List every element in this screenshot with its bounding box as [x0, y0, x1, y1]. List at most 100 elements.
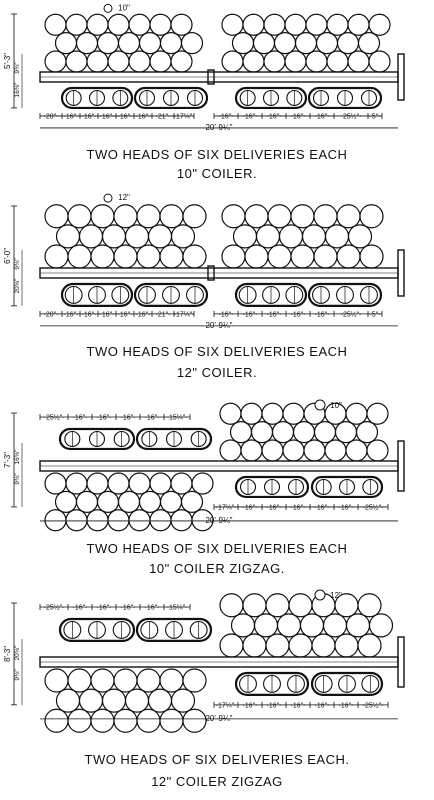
- stock-can: [44, 472, 67, 495]
- stock-can: [250, 421, 274, 444]
- stock-can: [44, 668, 69, 693]
- stock-can: [336, 244, 361, 269]
- panel-10in-coiler: 10"-20"--16"--16"--16"--16"--16"--21"--1…: [0, 0, 434, 190]
- stock-can: [265, 633, 290, 658]
- stock-can: [355, 421, 379, 444]
- stock-can: [315, 32, 339, 55]
- stock-can: [359, 244, 384, 269]
- stock-can: [44, 50, 67, 73]
- stock-can: [242, 50, 265, 73]
- stock-can: [219, 593, 244, 618]
- side-dimension-label: 9⅜": [14, 669, 21, 681]
- spacing-label: -16"-: [315, 504, 331, 511]
- stock-can: [67, 244, 92, 269]
- panel-caption-line1: TWO HEADS OF SIX DELIVERIES EACH.: [84, 752, 350, 767]
- stock-can: [219, 402, 242, 425]
- spacing-label: -16"-: [100, 113, 116, 120]
- stock-can: [313, 421, 337, 444]
- spacing-label: -25½"-: [44, 414, 65, 422]
- stock-can: [96, 490, 120, 513]
- spacing-label: -16"-: [267, 504, 283, 511]
- stock-can: [159, 668, 184, 693]
- spacing-label: -16"-: [315, 311, 331, 318]
- stock-can: [101, 688, 127, 713]
- stock-can: [336, 204, 361, 229]
- stock-can: [294, 32, 318, 55]
- stock-can: [292, 421, 316, 444]
- side-dimension-label: 9⅜": [14, 473, 21, 485]
- stock-can: [86, 13, 109, 36]
- stock-can: [149, 472, 172, 495]
- stock-can: [180, 490, 204, 513]
- side-dimension-label: 16⅝": [14, 449, 21, 465]
- spacing-label: -25½"-: [341, 112, 362, 120]
- stock-can: [113, 204, 138, 229]
- stock-can: [75, 32, 99, 55]
- panel-caption-line2: 12" COILER ZIGZAG: [151, 774, 283, 789]
- stock-can: [182, 244, 207, 269]
- stock-can: [334, 421, 358, 444]
- side-dimension-label: 20⅝": [14, 278, 21, 294]
- panel-caption-line1: TWO HEADS OF SIX DELIVERIES EACH: [86, 541, 348, 556]
- stock-can: [368, 613, 394, 638]
- overall-length-label: 20'-9¼": [205, 516, 232, 525]
- total-height-label: 5'-3": [3, 53, 12, 69]
- can-size-label: 10": [118, 3, 130, 12]
- overall-length-label: 20'-9¼": [205, 321, 232, 330]
- stock-can: [86, 472, 109, 495]
- stock-can: [136, 244, 161, 269]
- stock-can: [242, 633, 267, 658]
- stock-can: [113, 708, 138, 733]
- spacing-label: -25½"-: [341, 310, 362, 318]
- stock-can: [44, 204, 69, 229]
- side-dimension-label: 20⅝": [14, 645, 21, 661]
- stock-can: [221, 244, 246, 269]
- stock-can: [170, 224, 196, 249]
- stock-can: [326, 50, 349, 73]
- stock-can: [242, 593, 267, 618]
- spacing-label: -16"-: [243, 113, 259, 120]
- stock-can: [128, 13, 151, 36]
- spacing-label: -17¼"-: [174, 311, 195, 318]
- stock-can: [252, 32, 276, 55]
- stock-can: [147, 224, 173, 249]
- stock-can: [255, 224, 281, 249]
- stock-can: [347, 50, 370, 73]
- stock-can: [290, 244, 315, 269]
- stock-can: [107, 50, 130, 73]
- stock-can: [221, 50, 244, 73]
- spacing-label: -20"-: [44, 113, 60, 120]
- stock-can: [90, 244, 115, 269]
- stock-can: [65, 50, 88, 73]
- stock-can: [191, 472, 214, 495]
- stock-can: [345, 402, 368, 425]
- stock-can: [347, 13, 370, 36]
- stock-can: [90, 668, 115, 693]
- total-height-label: 8'-3": [3, 646, 12, 662]
- stock-can: [159, 204, 184, 229]
- stock-can: [191, 509, 214, 532]
- stock-can: [345, 613, 371, 638]
- total-height-label: 6'-0": [3, 248, 12, 264]
- spacing-label: -16"-: [97, 605, 113, 612]
- stock-can: [67, 204, 92, 229]
- stock-can: [117, 32, 141, 55]
- spacing-label: -17¼"-: [216, 504, 237, 511]
- end-post: [207, 69, 215, 85]
- spacing-label: -16"-: [82, 113, 98, 120]
- stock-can: [305, 13, 328, 36]
- stock-can: [273, 32, 297, 55]
- stock-can: [117, 490, 141, 513]
- spacing-label: -20"-: [44, 311, 60, 318]
- stock-can: [313, 244, 338, 269]
- end-post: [397, 636, 405, 688]
- spacing-label: -16"-: [219, 113, 235, 120]
- panel-caption-line2: 12" COILER.: [176, 365, 258, 380]
- stock-can: [107, 13, 130, 36]
- spacing-label: -16"-: [145, 415, 161, 422]
- stock-can: [278, 224, 304, 249]
- stock-can: [159, 32, 183, 55]
- spacing-label: -21"-: [156, 311, 172, 318]
- stock-can: [136, 708, 161, 733]
- stock-can: [261, 439, 284, 462]
